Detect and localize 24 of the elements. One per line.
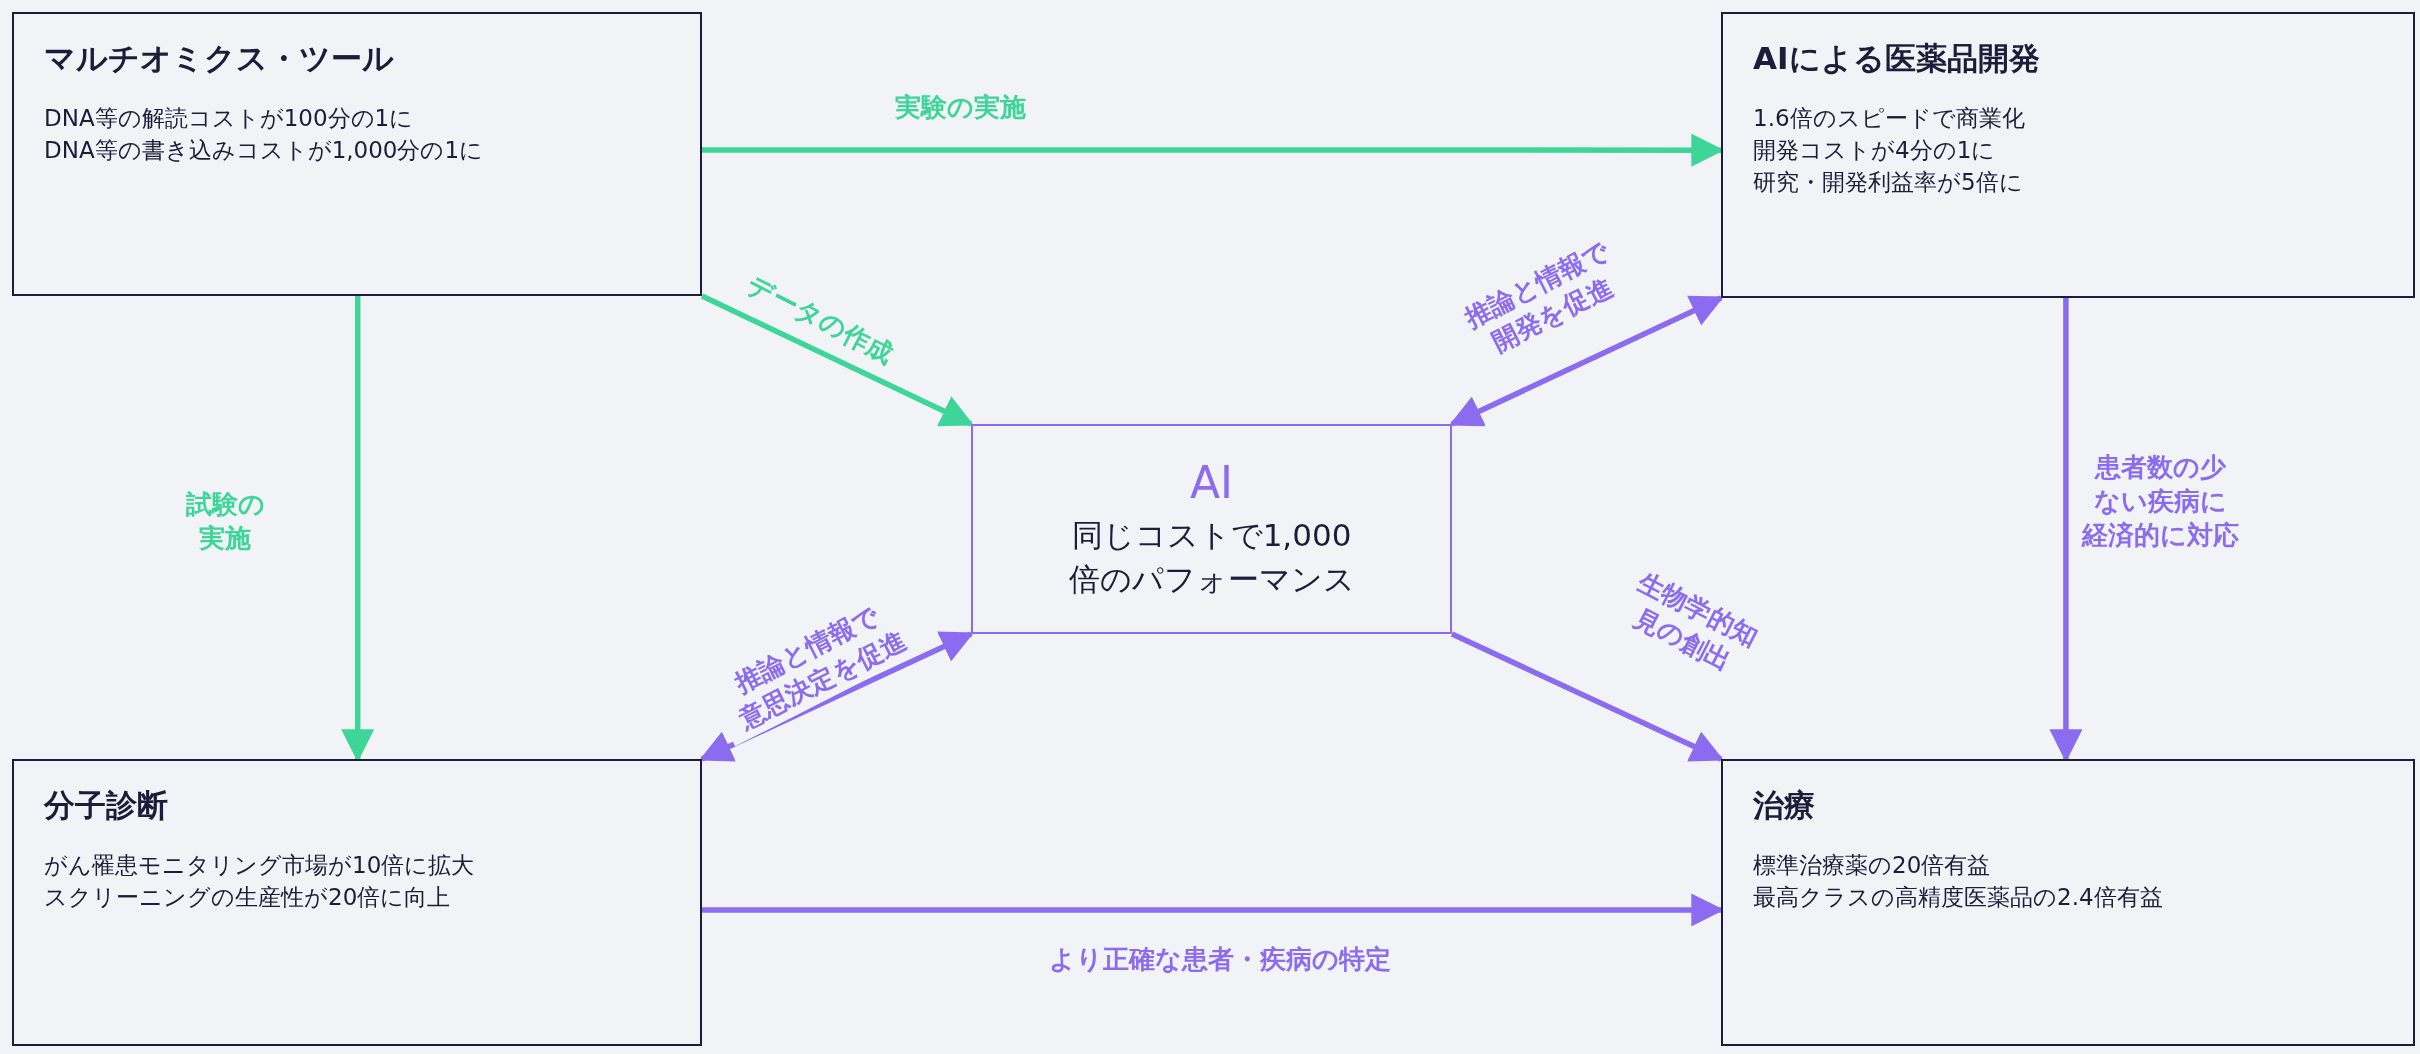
box-heading: AIによる医薬品開発 [1753,39,2040,78]
center-box [971,424,1452,634]
topic-box [12,12,702,296]
topic-box [1721,12,2415,298]
topic-box [1721,759,2415,1046]
box-text: 開発コストが4分の1に [1753,136,1996,166]
arrow [700,293,974,427]
box-text: がん罹患モニタリング市場が10倍に拡大 [44,851,475,880]
topic-box [12,759,702,1046]
arrow [1449,295,1724,427]
box-text: 標準治療薬の20倍有益 [1753,851,1991,880]
box-text: DNA等の解読コストが100分の1に [44,104,414,133]
box-text: DNA等の書き込みコストが1,000分の1に [44,136,484,166]
box-heading: 分子診断 [44,786,168,825]
box-text: 1.6倍のスピードで商業化 [1753,104,2025,133]
box-text: 同じコストで1,000倍のパフォーマンス [1067,516,1356,599]
arrow [1450,631,1724,762]
box-text: 研究・開発利益率が5倍に [1753,168,2023,198]
arrow [699,631,974,762]
box-heading: AI [1189,457,1234,509]
box-heading: マルチオミクス・ツール [44,39,394,78]
box-heading: 治療 [1753,786,1815,825]
box-text: 最高クラスの高精度医薬品の2.4倍有益 [1753,883,2163,913]
box-text: スクリーニングの生産性が20倍に向上 [44,883,451,913]
